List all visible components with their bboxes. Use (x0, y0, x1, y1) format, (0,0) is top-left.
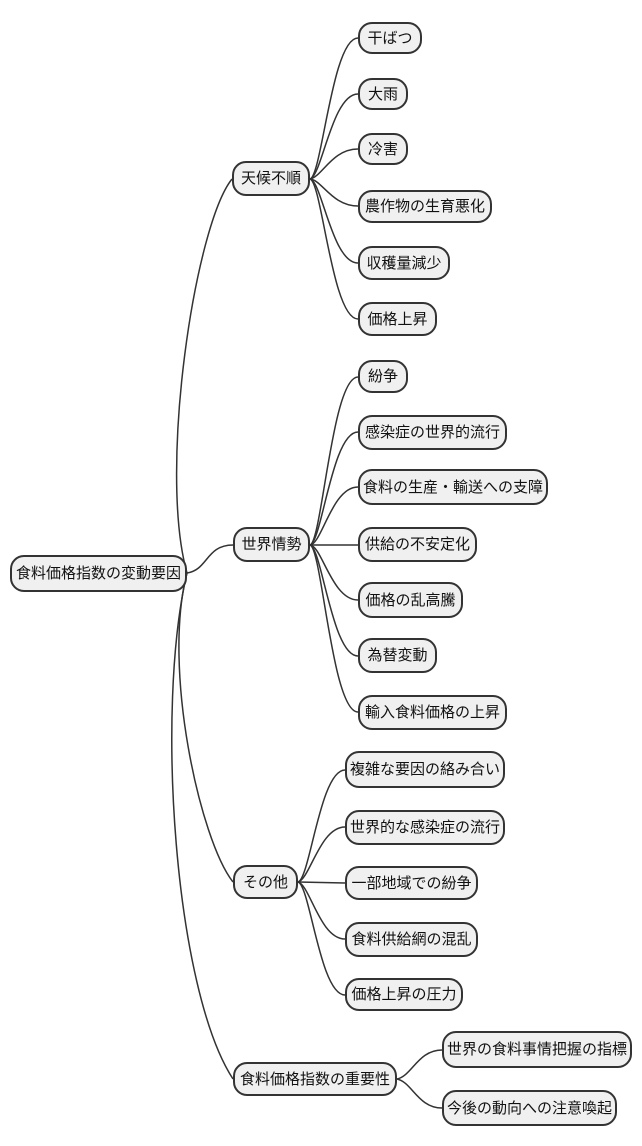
leaf-others-complex-factors: 複雑な要因の絡み合い (345, 751, 505, 788)
leaf-others-price-pressure: 価格上昇の圧力 (345, 978, 463, 1011)
edge-others-5 (297, 881, 346, 996)
leaf-world-import-price-rise: 輸入食料価格の上昇 (358, 695, 507, 730)
edge-root-world (186, 544, 234, 574)
leaf-weather-harvest-decrease: 収穫量減少 (358, 246, 450, 280)
leaf-weather-price-rise: 価格上昇 (358, 302, 437, 336)
leaf-weather-crop-growth: 農作物の生育悪化 (358, 190, 492, 223)
edge-root-others (178, 572, 234, 883)
leaf-others-global-pandemic: 世界的な感染症の流行 (345, 810, 505, 845)
edge-world-1 (309, 376, 359, 546)
leaf-importance-global-indicator: 世界の食料事情把握の指標 (442, 1031, 632, 1068)
leaf-world-exchange-rate: 為替変動 (358, 638, 437, 673)
edge-weather-2 (309, 93, 359, 180)
edge-weather-6 (309, 178, 359, 320)
edge-others-4 (297, 881, 346, 940)
leaf-world-price-volatility: 価格の乱高騰 (358, 582, 463, 618)
leaf-weather-drought: 干ばつ (358, 22, 422, 54)
leaf-weather-heavy-rain: 大雨 (358, 78, 408, 110)
edge-world-6 (309, 544, 359, 657)
edge-world-3 (309, 486, 359, 546)
leaf-others-supply-chain-disruption: 食料供給網の混乱 (345, 922, 478, 957)
branch-others-node: その他 (233, 865, 298, 899)
leaf-world-production-transport: 食料の生産・輸送への支障 (358, 469, 548, 505)
leaf-others-regional-conflict: 一部地域での紛争 (345, 866, 478, 900)
edge-world-5 (309, 544, 359, 601)
root-node: 食料価格指数の変動要因 (10, 555, 187, 592)
leaf-weather-cold-damage: 冷害 (358, 133, 408, 165)
leaf-world-pandemic: 感染症の世界的流行 (358, 415, 507, 450)
edge-importance-2 (396, 1078, 443, 1109)
edge-root-weather (175, 178, 233, 574)
edge-world-7 (309, 544, 359, 713)
leaf-world-supply-instability: 供給の不安定化 (358, 527, 477, 562)
branch-world-node: 世界情勢 (233, 527, 310, 562)
edge-others-1 (297, 769, 346, 883)
branch-importance-node: 食料価格指数の重要性 (233, 1062, 397, 1096)
edge-world-2 (309, 431, 359, 546)
edge-others-2 (297, 826, 346, 883)
branch-weather-node: 天候不順 (232, 161, 310, 196)
edge-weather-4 (309, 178, 359, 207)
edge-others-3 (297, 881, 346, 884)
edge-root-importance (171, 572, 234, 1080)
edge-importance-1 (396, 1049, 443, 1080)
edge-weather-5 (309, 178, 359, 264)
edge-weather-1 (309, 37, 359, 180)
edge-weather-3 (309, 148, 359, 180)
leaf-world-conflict: 紛争 (358, 360, 408, 393)
leaf-importance-future-alert: 今後の動向への注意喚起 (442, 1090, 617, 1126)
